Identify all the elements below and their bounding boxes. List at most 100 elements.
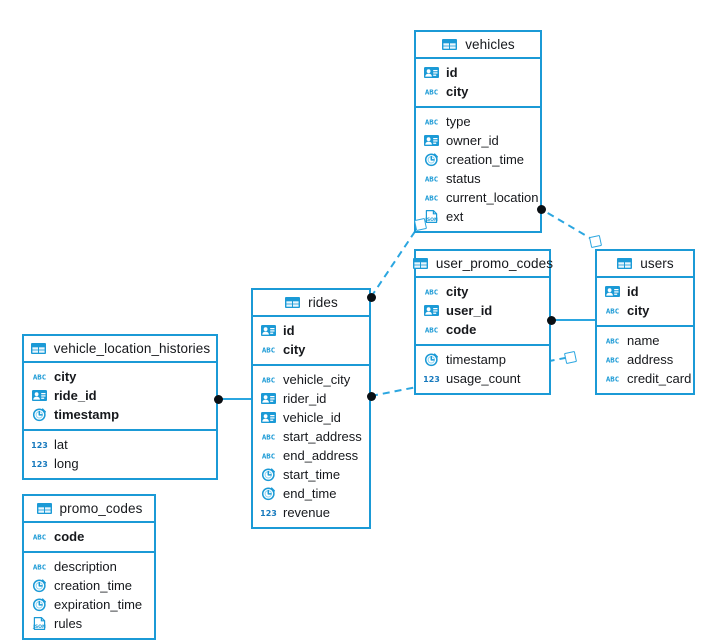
field-name: usage_count [446,371,521,386]
uuid-id-card-icon [260,323,277,338]
table-title: vehicle_location_histories [53,341,211,356]
table-title: promo_codes [59,501,143,516]
relationship-dot-marker-rel-rides-users-from [366,391,376,401]
table-header-users[interactable]: users [597,251,693,278]
abc-string-icon: ABC [604,333,621,348]
column-row-address[interactable]: ABC address [597,350,693,369]
field-name: city [627,303,650,318]
table-title: vehicles [465,37,515,52]
field-name: id [627,284,639,299]
svg-text:JSON: JSON [424,217,438,223]
clock-timestamp-icon [423,352,440,367]
column-row-start_time[interactable]: start_time [253,465,369,484]
abc-string-icon: ABC [604,303,621,318]
relationship-square-marker-rel-vehicles-users-from [588,234,602,248]
field-name: long [54,456,79,471]
field-name: code [54,529,85,544]
primary-key-row-city[interactable]: ABC city [597,301,693,320]
field-name: user_id [446,303,493,318]
primary-key-row-city[interactable]: ABC city [24,367,216,386]
svg-text:ABC: ABC [33,533,46,542]
primary-key-row-code[interactable]: ABC code [24,527,154,546]
primary-key-group: ABC code [24,523,154,553]
primary-key-row-id[interactable]: id [597,282,693,301]
abc-string-icon: ABC [423,171,440,186]
table-header-promo_codes[interactable]: promo_codes [24,496,154,523]
svg-text:ABC: ABC [606,375,619,384]
svg-text:ABC: ABC [606,356,619,365]
field-name: creation_time [446,152,525,167]
table-icon [284,295,301,310]
table-header-user_promo_codes[interactable]: user_promo_codes [412,251,553,278]
field-name: city [54,369,77,384]
uuid-id-card-icon [604,284,621,299]
primary-key-row-id[interactable]: id [253,321,369,340]
field-name: timestamp [54,407,120,422]
primary-key-row-ride_id[interactable]: ride_id [24,386,216,405]
column-row-end_time[interactable]: end_time [253,484,369,503]
column-row-owner_id[interactable]: owner_id [416,131,540,150]
primary-key-row-timestamp[interactable]: timestamp [24,405,216,424]
svg-text:ABC: ABC [606,307,619,316]
table-header-rides[interactable]: rides [253,290,369,317]
uuid-id-card-icon [423,133,440,148]
field-name: vehicle_city [283,372,351,387]
abc-string-icon: ABC [31,369,48,384]
svg-text:123: 123 [260,509,277,518]
relationship-square-marker-rel-rides-users-to [563,350,577,364]
abc-string-icon: ABC [423,114,440,129]
table-header-vehicle_location_histories[interactable]: vehicle_location_histories [24,336,216,363]
field-name: city [283,342,306,357]
svg-text:ABC: ABC [425,288,438,297]
svg-text:ABC: ABC [262,376,275,385]
column-row-revenue[interactable]: 123 revenue [253,503,369,522]
field-name: revenue [283,505,330,520]
clock-timestamp-icon [260,486,277,501]
field-name: expiration_time [54,597,143,612]
field-name: end_address [283,448,359,463]
column-row-rider_id[interactable]: rider_id [253,389,369,408]
field-name: address [627,352,674,367]
primary-key-row-user_id[interactable]: user_id [416,301,549,320]
field-name: owner_id [446,133,499,148]
table-icon [441,37,458,52]
table-header-vehicles[interactable]: vehicles [416,32,540,59]
column-row-vehicle_id[interactable]: vehicle_id [253,408,369,427]
column-row-vehicle_city[interactable]: ABC vehicle_city [253,370,369,389]
column-row-creation_time[interactable]: creation_time [24,576,154,595]
column-row-timestamp[interactable]: timestamp [416,350,549,369]
primary-key-row-id[interactable]: id [416,63,540,82]
column-row-creation_time[interactable]: creation_time [416,150,540,169]
json-icon: JSON [31,616,48,631]
primary-key-group: ABC city ride_id timestamp [24,363,216,431]
column-row-expiration_time[interactable]: expiration_time [24,595,154,614]
field-name: description [54,559,117,574]
